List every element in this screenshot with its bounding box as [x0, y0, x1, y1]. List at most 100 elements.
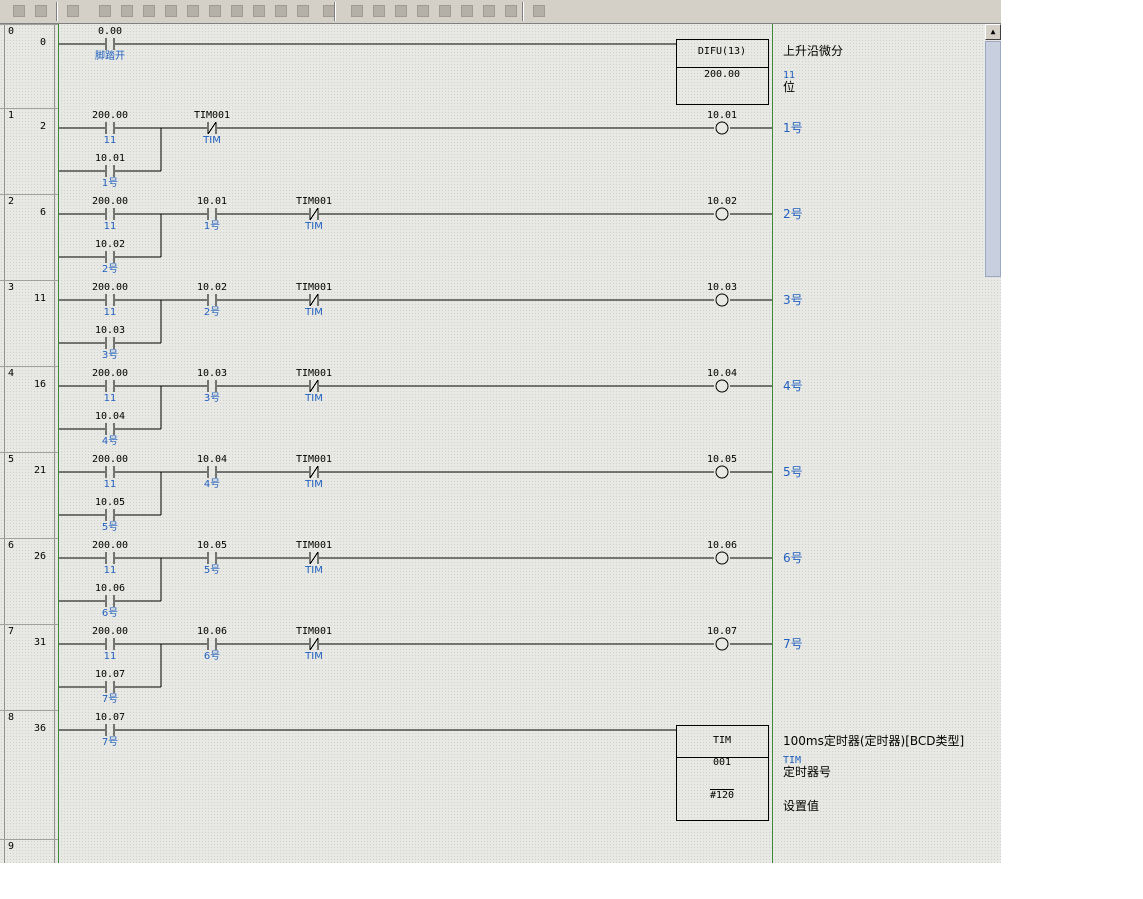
- contact-comment: 11: [103, 307, 117, 318]
- cut-icon[interactable]: [96, 2, 114, 20]
- fast-forward-icon[interactable]: [294, 2, 312, 20]
- no-contact[interactable]: [105, 208, 115, 220]
- no-contact[interactable]: [105, 380, 115, 392]
- step-in-icon[interactable]: [250, 2, 268, 20]
- no-contact[interactable]: [105, 595, 115, 607]
- contact-nc-icon[interactable]: [370, 2, 388, 20]
- no-contact[interactable]: [105, 165, 115, 177]
- no-contact[interactable]: [207, 466, 217, 478]
- no-contact[interactable]: [105, 251, 115, 263]
- rung-number: 2: [8, 196, 15, 207]
- coil-comment: 4号: [783, 379, 803, 393]
- instruction-name: DIFU(13): [697, 46, 747, 57]
- difu-instruction-block[interactable]: [676, 39, 769, 105]
- step-number: 31: [33, 637, 46, 648]
- contact-comment: 11: [103, 651, 117, 662]
- no-contact[interactable]: [207, 552, 217, 564]
- contact-comment: 5号: [203, 565, 221, 576]
- rung-number: 8: [8, 712, 15, 723]
- no-contact[interactable]: [105, 724, 115, 736]
- contact-comment: 2号: [101, 264, 119, 275]
- step-number: 0: [39, 37, 46, 48]
- no-contact[interactable]: [207, 294, 217, 306]
- nc-contact[interactable]: [309, 207, 319, 221]
- new-icon[interactable]: [10, 2, 28, 20]
- copy-icon[interactable]: [118, 2, 136, 20]
- coil-comment: 7号: [783, 637, 803, 651]
- nc-contact[interactable]: [207, 121, 217, 135]
- timer-instruction-block[interactable]: [676, 725, 769, 821]
- nc-contact[interactable]: [309, 293, 319, 307]
- output-coil[interactable]: [715, 293, 729, 307]
- vertical-scrollbar[interactable]: ▲: [985, 24, 1001, 277]
- save-icon[interactable]: [64, 2, 82, 20]
- operand-description: 设置值: [783, 799, 820, 813]
- step-icon[interactable]: [228, 2, 246, 20]
- no-contact[interactable]: [105, 294, 115, 306]
- contact-address: TIM001: [295, 282, 333, 293]
- no-contact[interactable]: [207, 208, 217, 220]
- rung-number: 9: [8, 841, 15, 852]
- output-coil[interactable]: [715, 465, 729, 479]
- gutter-divider: [54, 24, 55, 863]
- coil-address: 10.03: [706, 282, 738, 293]
- no-contact[interactable]: [105, 638, 115, 650]
- no-contact[interactable]: [105, 552, 115, 564]
- nc-contact[interactable]: [309, 465, 319, 479]
- contact-no-icon[interactable]: [348, 2, 366, 20]
- contact-comment: 脚踏开: [95, 51, 125, 62]
- no-contact[interactable]: [105, 509, 115, 521]
- pause-icon[interactable]: [206, 2, 224, 20]
- no-contact[interactable]: [105, 337, 115, 349]
- line-icon[interactable]: [458, 2, 476, 20]
- rung-separator: [0, 280, 58, 281]
- line-v-icon[interactable]: [480, 2, 498, 20]
- contact-comment: TIM: [305, 221, 323, 232]
- rung-separator: [0, 24, 58, 25]
- step-number: 16: [33, 379, 46, 390]
- contact-comment: 11: [103, 135, 117, 146]
- paste-icon[interactable]: [140, 2, 158, 20]
- nc-contact[interactable]: [309, 637, 319, 651]
- contact-comment: 3号: [101, 350, 119, 361]
- coil-icon[interactable]: [392, 2, 410, 20]
- rung-separator: [0, 108, 58, 109]
- no-contact[interactable]: [105, 681, 115, 693]
- stop-icon[interactable]: [184, 2, 202, 20]
- scroll-up-icon[interactable]: ▲: [985, 24, 1001, 40]
- play-icon[interactable]: [162, 2, 180, 20]
- contact-address: TIM001: [295, 368, 333, 379]
- output-coil[interactable]: [715, 207, 729, 221]
- contact-address: 10.04: [94, 411, 126, 422]
- no-contact[interactable]: [207, 380, 217, 392]
- open-icon[interactable]: [32, 2, 50, 20]
- contact-comment: TIM: [305, 393, 323, 404]
- undo-icon[interactable]: [530, 2, 548, 20]
- nc-contact[interactable]: [309, 379, 319, 393]
- no-contact[interactable]: [105, 38, 115, 50]
- output-coil[interactable]: [715, 121, 729, 135]
- output-coil[interactable]: [715, 637, 729, 651]
- contact-address: TIM001: [295, 454, 333, 465]
- rung-number: 6: [8, 540, 15, 551]
- line-h-icon[interactable]: [502, 2, 520, 20]
- no-contact[interactable]: [105, 466, 115, 478]
- contact-address: 200.00: [91, 540, 129, 551]
- no-contact[interactable]: [105, 122, 115, 134]
- step-out-icon[interactable]: [272, 2, 290, 20]
- nc-contact[interactable]: [309, 551, 319, 565]
- no-contact[interactable]: [207, 638, 217, 650]
- instruction-icon[interactable]: [436, 2, 454, 20]
- coil-comment: 2号: [783, 207, 803, 221]
- no-contact[interactable]: [105, 423, 115, 435]
- step-number: 36: [33, 723, 46, 734]
- contact-address: 200.00: [91, 110, 129, 121]
- output-coil[interactable]: [715, 551, 729, 565]
- contact-address: 10.07: [94, 669, 126, 680]
- rung-number: 4: [8, 368, 15, 379]
- scroll-thumb[interactable]: [985, 41, 1001, 277]
- coil-nc-icon[interactable]: [414, 2, 432, 20]
- output-coil[interactable]: [715, 379, 729, 393]
- contact-comment: TIM: [305, 565, 323, 576]
